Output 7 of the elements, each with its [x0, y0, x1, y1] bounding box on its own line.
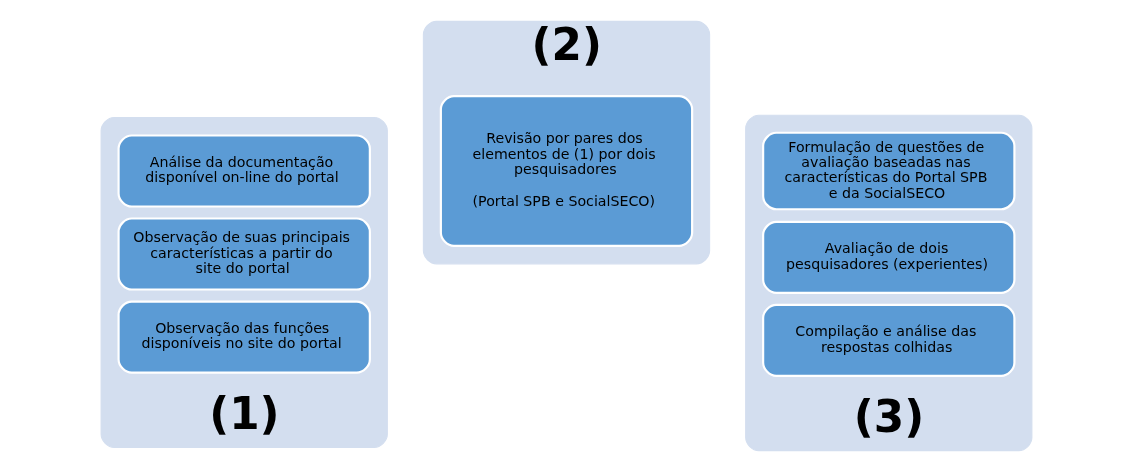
node-box: Avaliação de dois pesquisadores (experientes): [761, 220, 1015, 294]
node-box: Análise da documentação disponível on-line do portal: [117, 134, 371, 208]
node-box: Revisão por pares dos elementos de (1) por dois pesquisadores (Portal SPB e SocialSECO): [439, 95, 693, 247]
node-box: Formulação de questões de avaliação baseadas nas características do Portal SPB e da SocialSECO: [761, 131, 1015, 211]
node-box: Compilação e análise das respostas colhidas: [761, 303, 1015, 377]
node-box: Observação de suas principais características a partir do site do portal: [117, 217, 371, 291]
node-box: Observação das funções disponíveis no site do portal: [117, 300, 371, 374]
